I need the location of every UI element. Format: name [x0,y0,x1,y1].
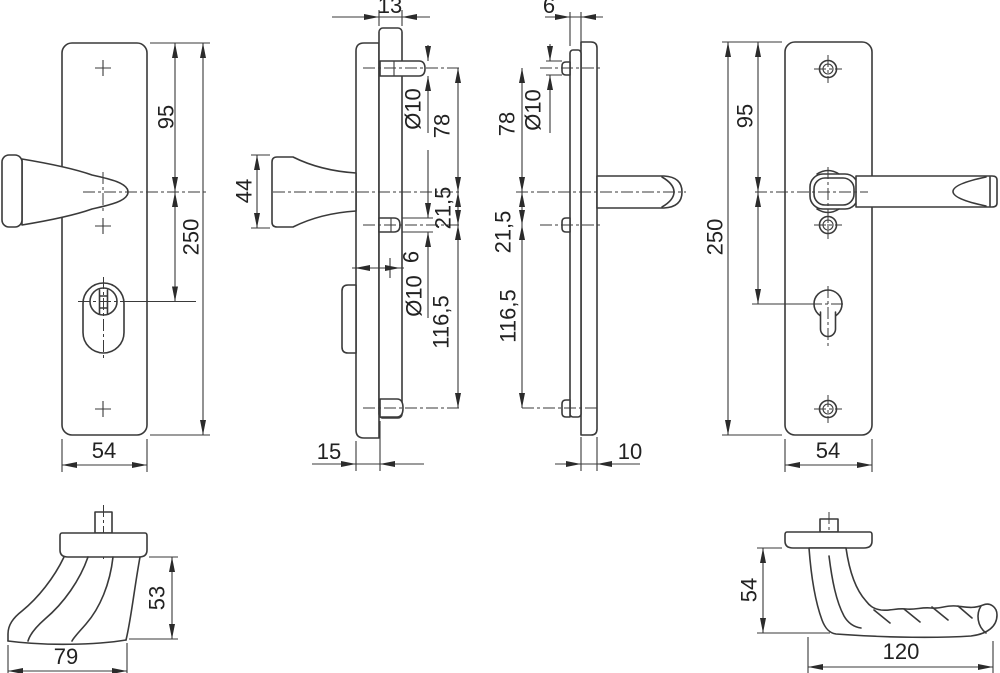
knob-side-profile [271,156,357,228]
dim-label-116-5: 116,5 [496,289,521,342]
dim-label-d10: Ø10 [521,89,546,131]
lever-finger-grooves [873,605,973,624]
dim-label-54: 54 [92,438,116,463]
knob-front-grip [1,154,23,228]
top-screw-boss [379,60,426,77]
dim-label-53: 53 [145,586,170,610]
mid-boss-extension-lines [402,217,433,233]
knob-grip-inner-curve-2 [71,556,114,642]
lever-tip-inner-curve [977,605,987,634]
extension-lines [722,41,812,436]
knob-grip-bottom-edge [7,639,127,646]
dim-label-95: 95 [733,104,758,128]
exterior-plate-front-view: 95 250 54 [1,42,210,472]
knob-grip-inner-curve-1 [27,556,89,642]
cylinder-centerlines [78,277,132,358]
interior-plate-front-view: 250 95 54 [703,41,998,472]
dim-label-21-5: 21,5 [431,187,456,230]
dim-label-6: 6 [399,251,424,263]
dim-label-54: 54 [816,438,840,463]
dim-label-116-5: 116,5 [429,295,454,348]
exterior-plate-side-view: 13 44 Ø10 78 21,5 6 Ø10 116,5 15 [232,0,462,471]
dim-label-44: 44 [232,179,257,203]
dim-label-250: 250 [703,219,728,256]
knob-rose-flange [59,532,148,558]
dim-label-79: 79 [54,644,78,669]
dim-label-6: 6 [543,0,555,18]
screw-mark-top-icon [95,60,111,76]
lever-neck-inner-curve [828,555,862,629]
plate-body-profile [355,42,380,439]
lever-stub-profile [596,175,683,209]
dim-label-13: 13 [378,0,402,18]
cylinder-housing-bump [341,284,357,354]
dim-label-d10-top: Ø10 [401,88,426,130]
knob-grip-right-curve [125,556,141,641]
dim-label-78: 78 [430,114,455,138]
dim-label-95: 95 [154,105,179,129]
dim-label-78: 78 [495,112,520,136]
dim-label-21-5: 21,5 [491,211,516,254]
lever-bar-tip-detail [952,176,991,207]
interior-plate-side-view: 6 Ø10 78 21,5 116,5 10 [491,0,686,471]
lever-handle-profile-view: 54 120 [737,512,998,673]
screw-mark-mid-icon [95,218,111,234]
lever-grip-outline [808,547,998,639]
lever-rose-flange [784,531,873,549]
screw-mark-bottom-icon [95,401,111,417]
dim-label-10: 10 [618,439,642,464]
knob-handle-profile-view: 53 79 [7,505,178,673]
dim-label-d10-mid: Ø10 [402,275,427,317]
screw-bottom-icon [814,395,842,423]
knob-grip-outer-curve [7,556,65,642]
screw-top-icon [814,55,842,83]
cylinder-centerlines [810,286,846,348]
plate-body-profile [580,41,598,436]
plate-strip-profile [569,49,582,418]
dim-label-54: 54 [737,578,762,602]
lever-bar [855,175,998,208]
dim-label-120: 120 [883,639,920,664]
exterior-plate-outline [61,42,148,436]
dim-label-250: 250 [179,219,204,256]
dim-label-15: 15 [317,439,341,464]
